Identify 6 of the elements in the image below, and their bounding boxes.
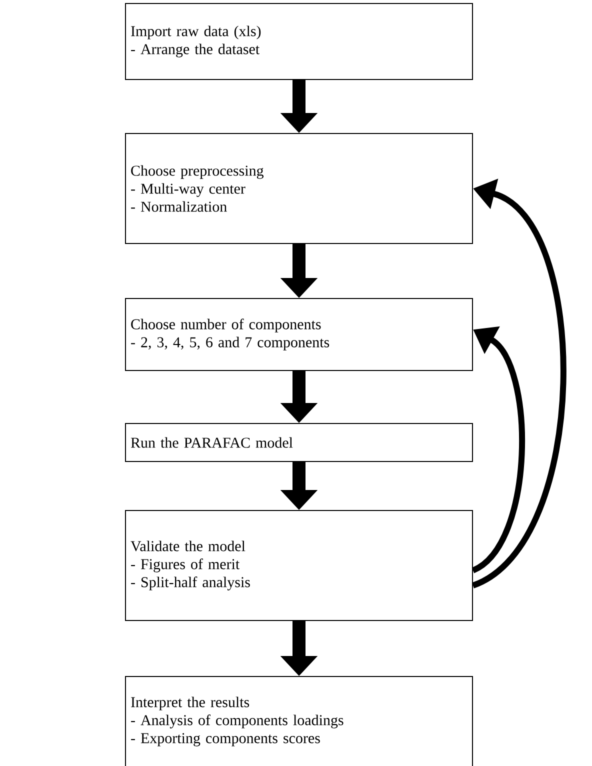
process-box: Validate the model - Figures of merit - Split-half analysis: [125, 510, 473, 621]
process-box: Choose number of components - 2, 3, 4, 5, 6 and 7 components: [125, 298, 473, 371]
process-box: Interpret the results - Analysis of components loadings - Exporting components scores: [125, 676, 473, 766]
process-box: Run the PARAFAC model: [125, 423, 473, 462]
process-box: Choose preprocessing - Multi-way center - Normalization: [125, 133, 473, 244]
process-box: Import raw data (xls) - Arrange the dataset: [125, 3, 473, 80]
